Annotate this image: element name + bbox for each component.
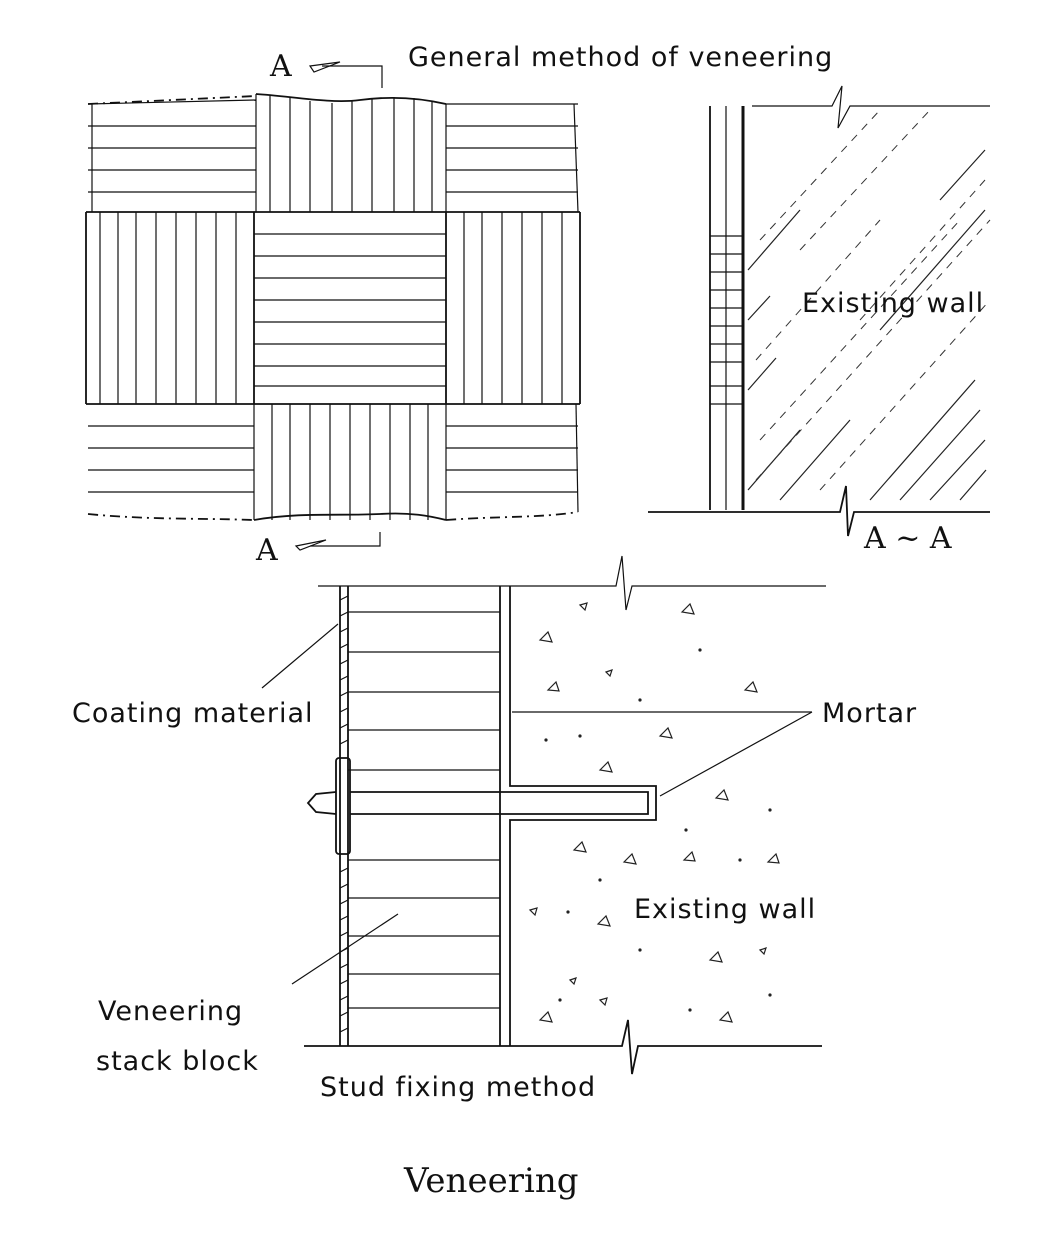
- plan-view: [85, 61, 581, 551]
- label-existing-wall-top: Existing wall: [802, 288, 984, 319]
- plan-block-middle-right: [445, 212, 563, 404]
- label-veneering-stack-line1: Veneering: [98, 996, 243, 1027]
- plan-block-center: [254, 233, 446, 387]
- veneering-stack-block: [348, 586, 501, 1046]
- label-mortar: Mortar: [822, 698, 917, 729]
- leader-coating-material: [261, 623, 339, 689]
- stud-anchor: [306, 757, 649, 855]
- section-marker-bottom: [294, 532, 381, 551]
- label-existing-wall-bottom: Existing wall: [634, 894, 816, 925]
- label-coating-material: Coating material: [72, 698, 314, 729]
- mortar-layer: [509, 586, 657, 1046]
- existing-wall-specks: [528, 602, 780, 1023]
- section-marker-top: [308, 61, 383, 88]
- leader-mortar-2: [659, 711, 813, 797]
- plan-block-bottom-middle: [253, 404, 447, 521]
- coating-material-layer: [339, 586, 349, 1046]
- existing-wall-hatch-top: [747, 109, 991, 501]
- label-section-mark-bottom: A: [255, 533, 278, 568]
- stud-fixing-view: [261, 555, 826, 1075]
- label-veneering-stack-line2: stack block: [96, 1046, 259, 1077]
- label-stud-fixing-method: Stud fixing method: [320, 1072, 596, 1103]
- label-section-title: A ~ A: [863, 521, 952, 556]
- figure-caption: Veneering: [403, 1161, 578, 1201]
- section-view-a-a: [648, 85, 991, 537]
- plan-block-top-left: [87, 95, 257, 212]
- label-general-method: General method of veneering: [408, 42, 833, 73]
- plan-block-bottom-right: [445, 403, 579, 521]
- plan-block-top-right: [446, 103, 579, 213]
- plan-block-middle-left: [99, 212, 255, 404]
- leader-stack-block: [291, 913, 399, 985]
- plan-block-top-middle: [255, 93, 447, 212]
- label-section-mark-top: A: [269, 49, 292, 84]
- plan-block-bottom-left: [87, 425, 255, 521]
